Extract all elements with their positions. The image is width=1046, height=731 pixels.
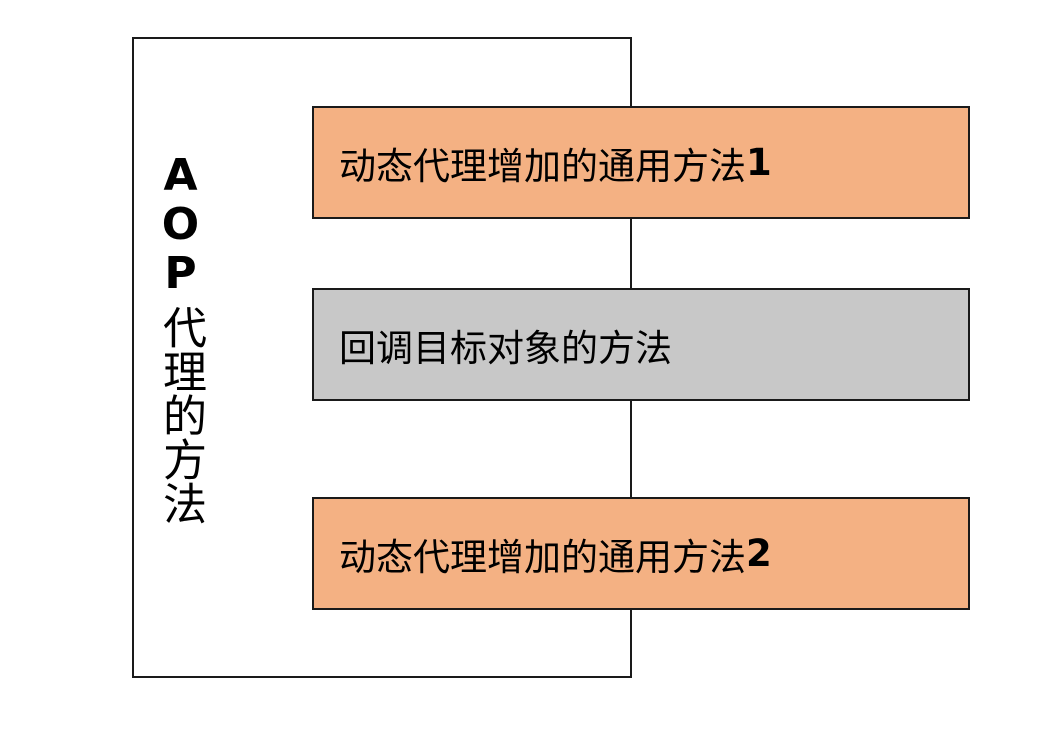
title-latin-part: AOP <box>155 150 206 297</box>
target-callback-method-box: 回调目标对象的方法 <box>312 288 970 401</box>
generic-method-2-label: 动态代理增加的通用方法 <box>339 535 746 579</box>
aop-proxy-method-title: AOP 代理的方法 <box>150 150 210 530</box>
target-callback-method-label: 回调目标对象的方法 <box>339 326 672 370</box>
generic-method-1-number: 1 <box>746 141 772 184</box>
generic-method-2-number: 2 <box>746 532 772 575</box>
generic-method-1-label: 动态代理增加的通用方法 <box>339 144 746 188</box>
title-cjk-part: 代理的方法 <box>155 305 206 525</box>
